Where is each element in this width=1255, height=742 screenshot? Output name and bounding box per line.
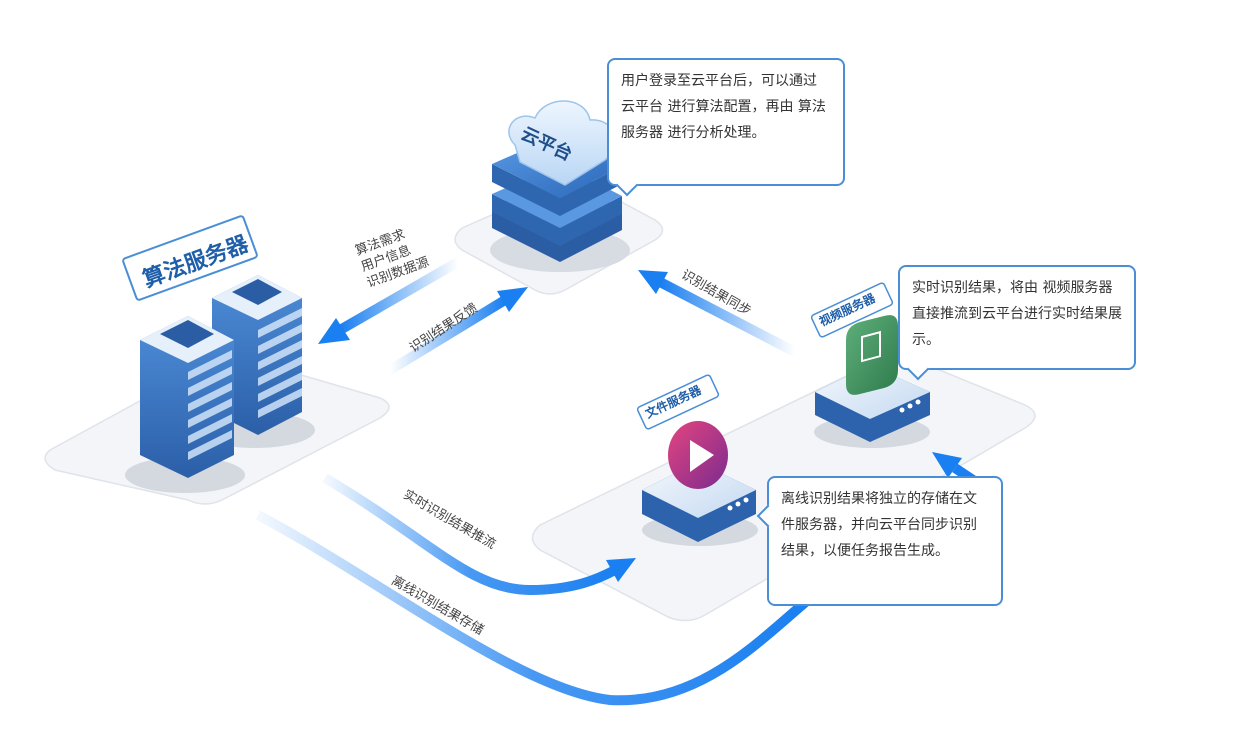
rack-slot [258, 324, 302, 354]
file-callout-text: 离线识别结果将独立的存储在文件服务器，并向云平台同步识别结果，以便任务报告生成。 [781, 491, 977, 559]
video-callout-text: 实时识别结果，将由 视频服务器 直接推流到云平台进行实时结果展示。 [912, 280, 1122, 348]
rack-slot [258, 388, 302, 418]
rack-slot [258, 356, 302, 386]
file-callout: 离线识别结果将独立的存储在文件服务器，并向云平台同步识别结果，以便任务报告生成。 [756, 476, 1003, 606]
rack-slot [188, 414, 232, 444]
play-icon [668, 421, 728, 489]
file-server-label-frame [636, 374, 720, 430]
file-server [642, 421, 758, 546]
video-server-label-frame [810, 282, 894, 338]
arrow-offline-store [255, 510, 812, 706]
rack-slot [188, 430, 232, 460]
document-icon [846, 315, 898, 395]
arrow-feedback-to-cloud [387, 287, 528, 375]
arrow-realtime-push [322, 473, 636, 596]
rack-slot [258, 308, 302, 338]
rack-slot [188, 398, 232, 428]
video-server [814, 315, 930, 448]
cloud-callout: 用户登录至云平台后，可以通过 云平台 进行算法配置，再由 算法服务器 进行分析处… [607, 58, 845, 197]
rack-slot [188, 366, 232, 396]
rack-slot [258, 372, 302, 402]
rack-slot [258, 340, 302, 370]
algo-server-label-frame [122, 215, 258, 301]
arrow-sync-to-cloud [638, 270, 798, 357]
algo-server-racks [125, 275, 315, 493]
arrow-to-algo-server [318, 257, 461, 344]
rack-slot [188, 350, 232, 380]
cloud-callout-text: 用户登录至云平台后，可以通过 云平台 进行算法配置，再由 算法服务器 进行分析处… [621, 73, 826, 141]
cloud-platform-icon [490, 100, 630, 272]
video-callout: 实时识别结果，将由 视频服务器 直接推流到云平台进行实时结果展示。 [898, 265, 1136, 381]
rack-slot [188, 382, 232, 412]
